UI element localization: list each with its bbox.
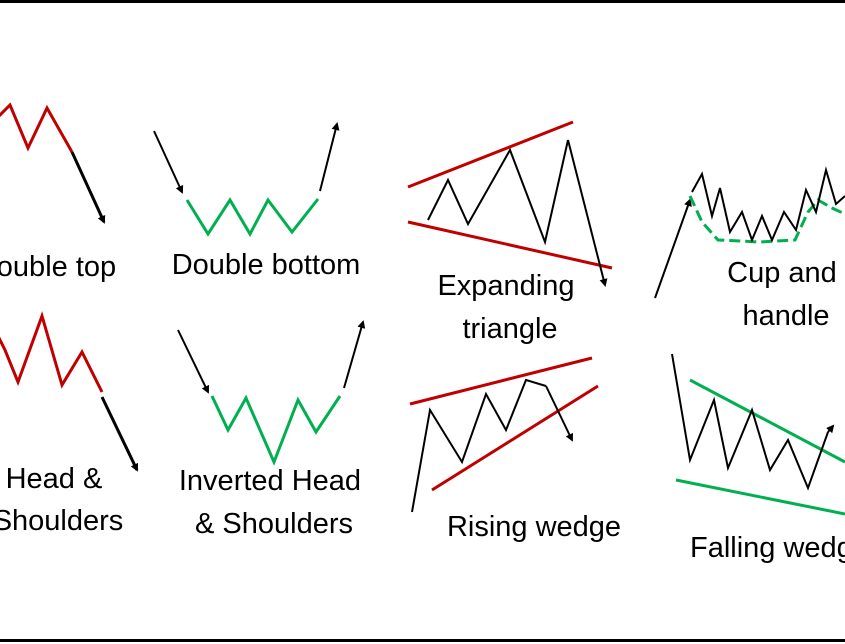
double-bottom-diagram: Double bottom [153,122,361,281]
falling-wedge-label: Falling wedge [690,532,845,564]
rising-wedge-diagram: Rising wedge [409,356,621,543]
inverted-head-and-shoulders-diagram: Inverted Head & Shoulders [177,320,369,540]
inverted-head-and-shoulders-label: Inverted Head & Shoulders [179,465,369,540]
rising-wedge-label: Rising wedge [447,511,621,543]
cup-and-handle-diagram: Cup and handle [654,166,845,332]
cup-and-handle-label: Cup and handle [727,257,845,332]
double-top-label: Double top [0,251,116,283]
head-and-shoulders-diagram: Head & Shoulders [0,311,139,537]
head-and-shoulders-label: Head & Shoulders [0,463,123,537]
expanding-triangle-diagram: Expanding triangle [407,120,613,345]
expanding-triangle-label: Expanding triangle [437,270,582,345]
double-bottom-label: Double bottom [172,249,361,281]
bottom-border [0,639,845,642]
top-border [0,0,845,3]
falling-wedge-diagram: Falling wedge [671,353,845,564]
double-top-diagram: Double top [0,102,116,283]
